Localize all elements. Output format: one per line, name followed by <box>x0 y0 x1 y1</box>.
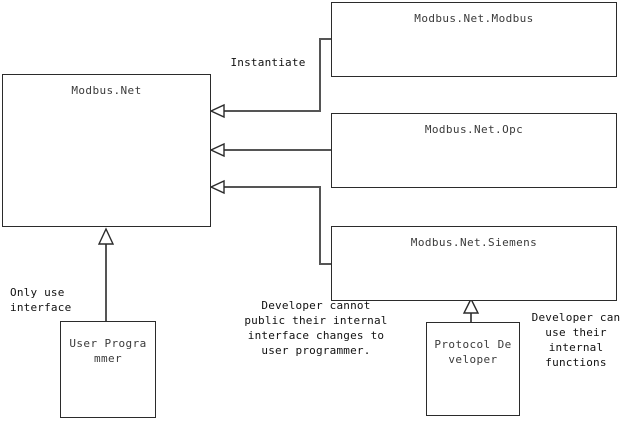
note-developer-cannot-publish: Developer cannot public their internal i… <box>244 299 395 357</box>
actor-user-programmer-label: User Programmer <box>69 337 147 365</box>
package-modbus-net[interactable]: Modbus.Net <box>2 74 211 227</box>
actor-protocol-developer[interactable]: Protocol Developer <box>426 322 520 416</box>
actor-protocol-developer-label: Protocol Developer <box>434 338 512 366</box>
arrowhead-modbus <box>209 103 225 119</box>
package-modbus-net-label: Modbus.Net <box>71 84 142 97</box>
arrowhead-siemens <box>209 179 225 195</box>
package-modbus-net-siemens-label: Modbus.Net.Siemens <box>410 236 538 249</box>
connector-modbus-to-main <box>222 38 331 112</box>
package-modbus-net-opc-label: Modbus.Net.Opc <box>424 123 524 136</box>
generalization-arrowhead-developer <box>462 297 480 314</box>
arrowhead-opc <box>209 142 225 158</box>
note-only-use-interface: Only use interface <box>10 286 72 314</box>
package-modbus-net-opc[interactable]: Modbus.Net.Opc <box>331 113 617 188</box>
actor-user-programmer[interactable]: User Programmer <box>60 321 156 418</box>
note-instantiate: Instantiate <box>230 56 306 69</box>
note-developer-can-use: Developer can use their internal functio… <box>531 311 621 369</box>
package-modbus-net-modbus-label: Modbus.Net.Modbus <box>414 12 534 25</box>
package-modbus-net-siemens[interactable]: Modbus.Net.Siemens <box>331 226 617 301</box>
package-modbus-net-modbus[interactable]: Modbus.Net.Modbus <box>331 2 617 77</box>
generalization-arrowhead-user <box>97 227 115 245</box>
connector-siemens-to-main <box>222 186 331 265</box>
